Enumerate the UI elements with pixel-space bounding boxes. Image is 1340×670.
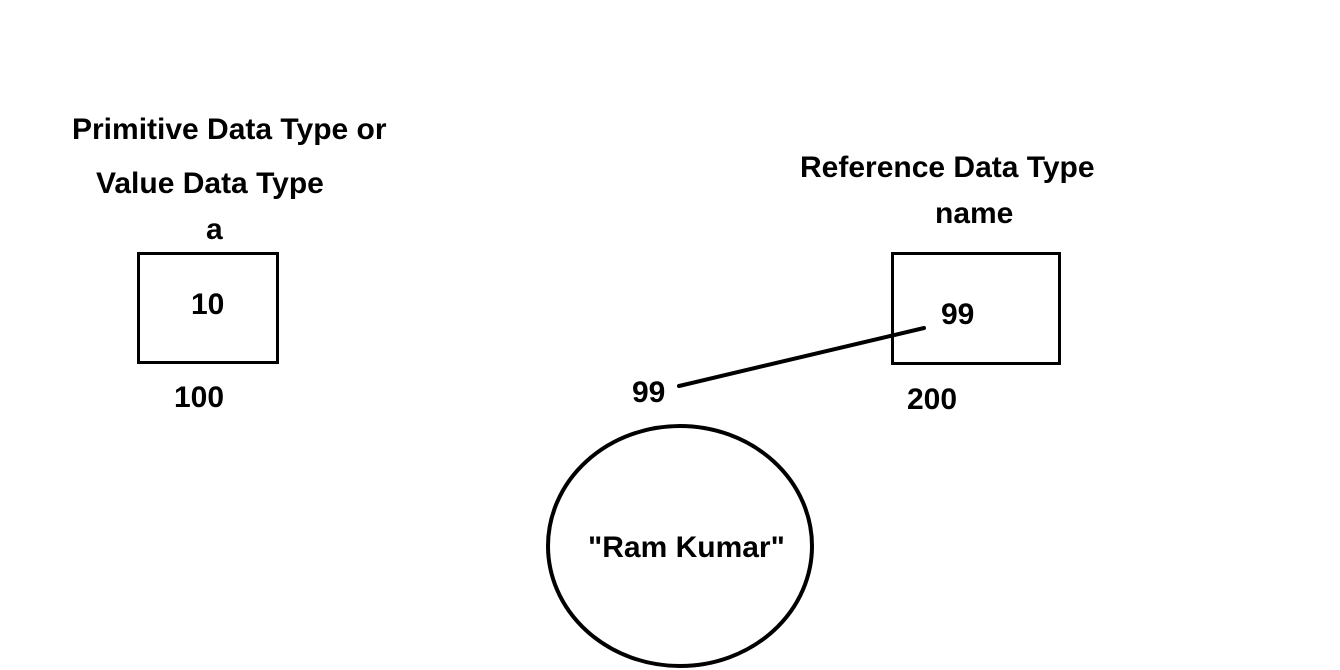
reference-value: 99 [941, 298, 975, 331]
primitive-address: 100 [174, 381, 225, 414]
primitive-variable-name: a [206, 213, 223, 246]
reference-value-box [891, 252, 1061, 365]
reference-pointer-line [677, 326, 926, 388]
reference-variable-name: name [935, 197, 1014, 230]
reference-heading: Reference Data Type [800, 151, 1095, 184]
primitive-heading-line2: Value Data Type [96, 167, 324, 200]
reference-address: 200 [907, 383, 958, 416]
heap-object-address: 99 [632, 376, 666, 409]
primitive-heading-line1: Primitive Data Type or [72, 113, 387, 146]
primitive-value: 10 [191, 288, 225, 321]
heap-object-value: "Ram Kumar" [588, 531, 785, 564]
heap-object-circle [546, 424, 814, 668]
primitive-value-box [137, 252, 279, 364]
